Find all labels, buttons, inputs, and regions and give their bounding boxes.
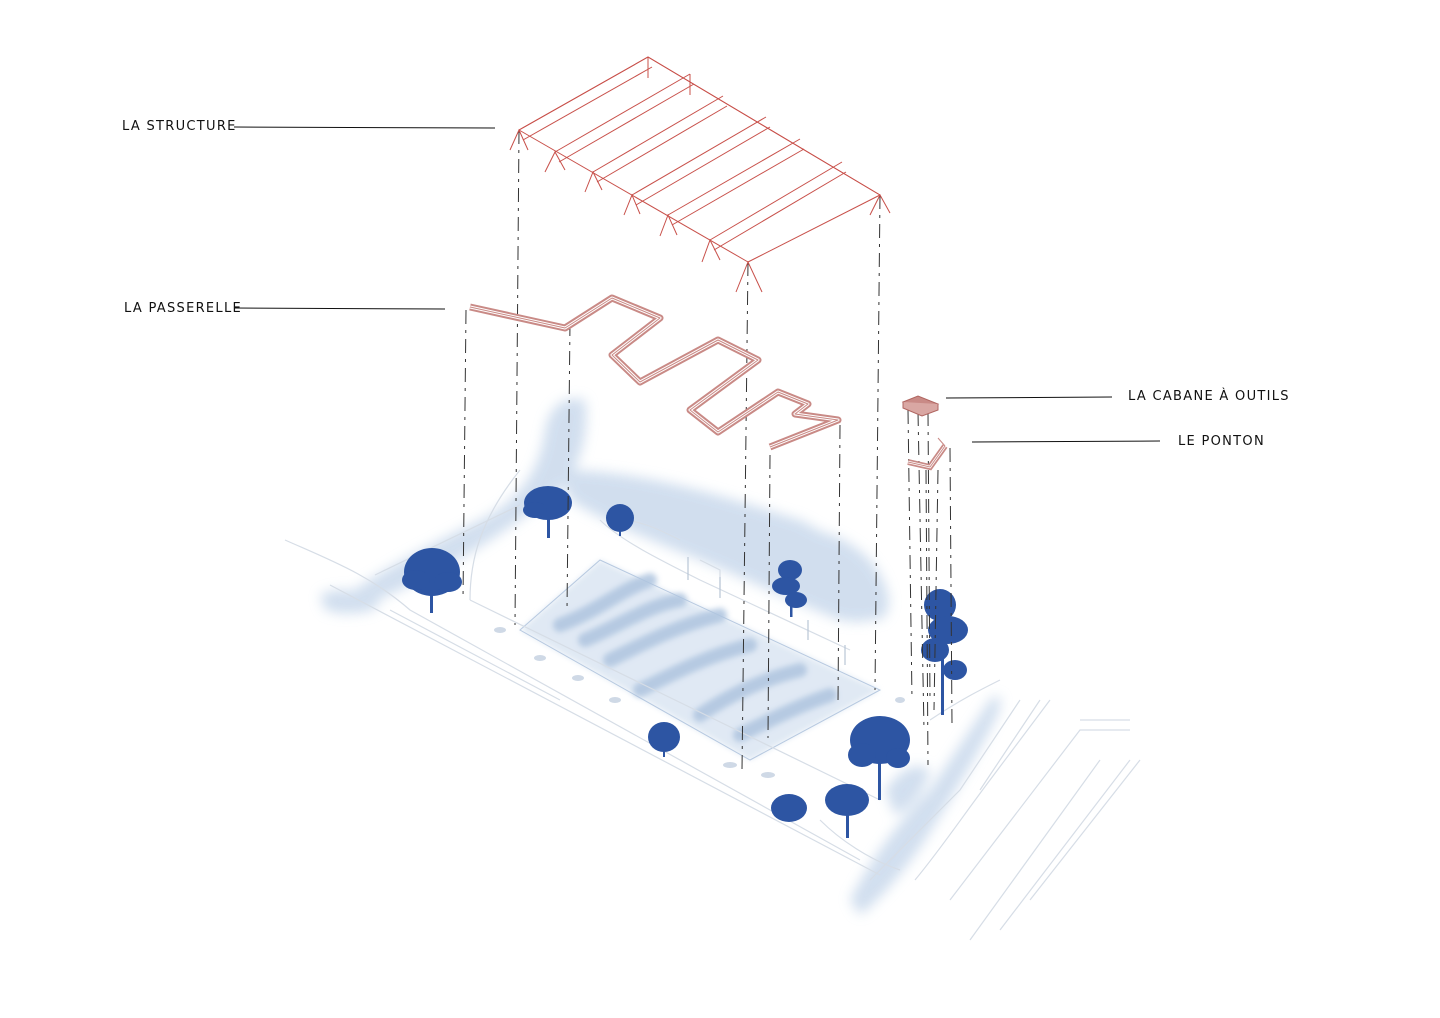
ponton-pier [907, 437, 948, 471]
passerelle-boardwalk [469, 294, 842, 451]
tree-icon [402, 548, 462, 613]
label-ponton: LE PONTON [1178, 434, 1265, 449]
tree-icon [825, 784, 869, 838]
tree-icon [848, 716, 910, 800]
tree-icon [921, 589, 968, 715]
trees [402, 486, 968, 838]
tree-icon [523, 486, 572, 538]
shrub-icon [648, 722, 680, 757]
shrub-icon [606, 504, 634, 536]
cabane-shed [901, 395, 940, 417]
ground-markers [494, 627, 905, 778]
site-lines [284, 469, 1141, 941]
projection-lines [462, 129, 953, 771]
label-cabane: LA CABANE À OUTILS [1128, 389, 1290, 404]
structure-wireframe [509, 56, 891, 293]
leader-lines [233, 126, 1161, 443]
label-passerelle: LA PASSERELLE [124, 301, 243, 316]
water-washes [320, 398, 1001, 915]
fence-posts [687, 557, 846, 665]
label-structure: LA STRUCTURE [122, 119, 237, 134]
tree-icon [772, 560, 807, 617]
shrub-icon [771, 794, 807, 822]
site-ground [284, 398, 1141, 941]
wetland-field [519, 559, 882, 761]
